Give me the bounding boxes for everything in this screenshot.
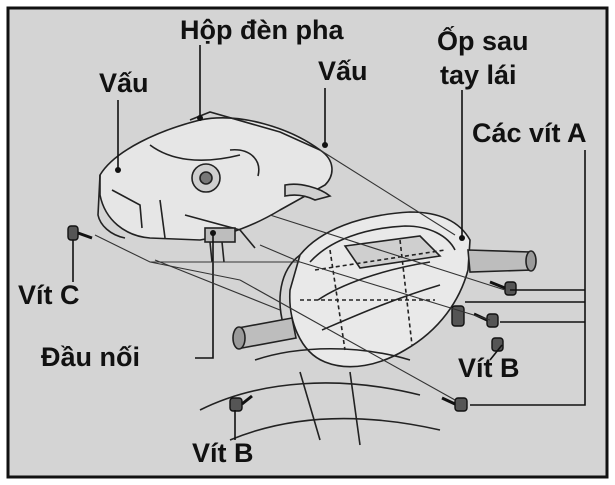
leader-screw-b-right (489, 344, 503, 361)
headlight-box-drawing (97, 111, 333, 263)
leader-screw-b-2 (470, 310, 586, 406)
label-tab-right: Vấu (318, 56, 368, 86)
handlebar-rear-cover-drawing (199, 211, 537, 446)
label-screw-c: Vít C (18, 280, 80, 310)
label-headlight-box: Hộp đèn pha (180, 15, 344, 45)
label-screws-a: Các vít A (472, 118, 587, 148)
screw-b2-part (441, 396, 468, 412)
label-tab-left: Vấu (99, 68, 149, 98)
leader-dots (115, 115, 465, 241)
screw-b3-part (229, 394, 253, 412)
label-screw-b-bottom: Vít B (192, 438, 254, 468)
screw-a1-part (489, 280, 517, 296)
label-rear-cover-line2: tay lái (440, 60, 517, 90)
leader-screws-a (465, 150, 586, 323)
alignment-lines (94, 149, 506, 401)
screw-b1-part (491, 337, 504, 352)
label-rear-cover-line1: Ốp sau (437, 26, 529, 56)
diagram-background (6, 6, 609, 479)
label-screw-b-right: Vít B (458, 353, 520, 383)
label-connector: Đầu nối (41, 342, 140, 372)
